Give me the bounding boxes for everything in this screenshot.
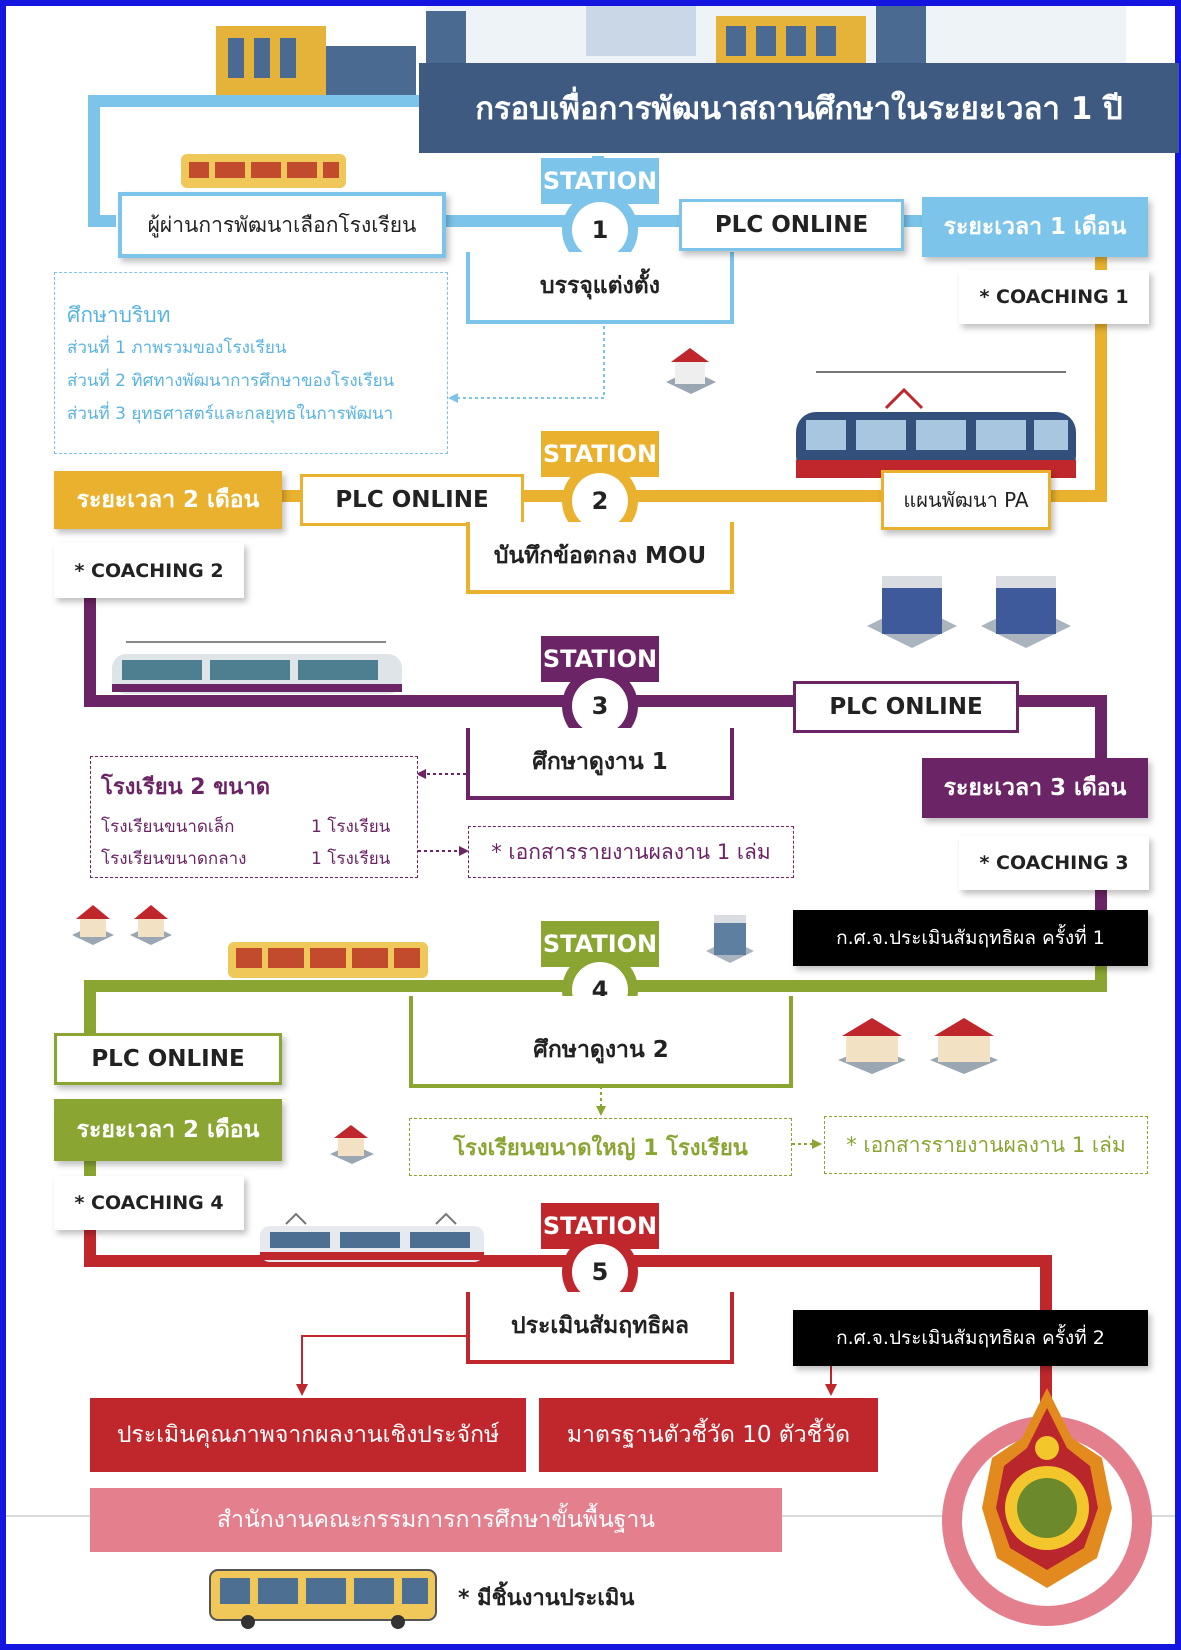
bus-icon [208, 1568, 438, 1630]
s1-context-item: ส่วนที่ 2 ทิศทางพัฒนาการศึกษาของโรงเรียน [67, 371, 395, 391]
s5-eval: ก.ศ.จ.ประเมินสัมฤทธิผล ครั้งที่ 2 [793, 1310, 1148, 1366]
s2-name: บันทึกข้อตกลง MOU [466, 522, 734, 594]
s3-coaching: * COACHING 3 [959, 836, 1149, 890]
train-icon [256, 1206, 488, 1266]
s3-name: ศึกษาดูงาน 1 [466, 728, 734, 800]
building-icon [216, 26, 416, 96]
s5-outcome-2: มาตรฐานตัวชี้วัด 10 ตัวชี้วัด [539, 1398, 878, 1472]
s1-coaching: * COACHING 1 [959, 270, 1149, 324]
s4-report: * เอกสารรายงานผลงาน 1 เล่ม [824, 1116, 1148, 1174]
s1-number: 1 [572, 202, 628, 258]
city-buildings-icon [236, 6, 1126, 66]
s1-context-box: ศึกษาบริบท ส่วนที่ 1 ภาพรวมของโรงเรียน ส… [54, 272, 448, 454]
house-icon [834, 1014, 1014, 1083]
s1-context-item: ส่วนที่ 1 ภาพรวมของโรงเรียน [67, 338, 287, 358]
s4-coaching: * COACHING 4 [54, 1176, 244, 1230]
s3-school-row: โรงเรียนขนาดกลาง 1 โรงเรียน [101, 842, 407, 874]
obec-seal-icon [972, 1388, 1122, 1602]
s1-context-item: ส่วนที่ 3 ยุทธศาสตร์และกลยุทธในการพัฒนา [67, 404, 394, 424]
s3-number: 3 [572, 678, 628, 734]
train-icon [106, 638, 406, 698]
tram-icon [786, 368, 1088, 496]
s3-schools-box: โรงเรียน 2 ขนาด โรงเรียนขนาดเล็ก 1 โรงเร… [90, 756, 418, 878]
s3-report: * เอกสารรายงานผลงาน 1 เล่ม [468, 826, 794, 878]
train-icon [181, 154, 346, 188]
house-icon [68, 901, 178, 955]
s3-period: ระยะเวลา 3 เดือน [922, 758, 1148, 818]
city-skyline [236, 6, 1126, 66]
s2-plan-pa: แผนพัฒนา PA [881, 470, 1051, 530]
s3-school-count: 1 โรงเรียน [311, 816, 391, 837]
s3-school-row: โรงเรียนขนาดเล็ก 1 โรงเรียน [101, 810, 407, 842]
s2-period: ระยะเวลา 2 เดือน [54, 471, 282, 529]
s5-outcome-1: ประเมินคุณภาพจากผลงานเชิงประจักษ์ [90, 1398, 526, 1472]
s1-period: ระยะเวลา 1 เดือน [922, 197, 1148, 257]
house-icon [326, 1122, 378, 1170]
footer-agency: สำนักงานคณะกรรมการการศึกษาขั้นพื้นฐาน [90, 1488, 782, 1552]
s5-number: 5 [572, 1244, 628, 1300]
s2-number: 2 [572, 473, 628, 529]
s2-plc-online: PLC ONLINE [300, 474, 524, 526]
s4-plc-online: PLC ONLINE [54, 1033, 282, 1085]
s1-left-box: ผู้ผ่านการพัฒนาเลือกโรงเรียน [118, 192, 446, 258]
s3-school-name: โรงเรียนขนาดกลาง [101, 848, 247, 869]
page-title: กรอบเพื่อการพัฒนาสถานศึกษาในระยะเวลา 1 ป… [419, 63, 1179, 153]
s2-coaching: * COACHING 2 [54, 543, 244, 598]
s3-school-name: โรงเรียนขนาดเล็ก [101, 816, 235, 837]
s1-station-label: STATION [541, 158, 659, 204]
s1-name: บรรจุแต่งตั้ง [466, 252, 734, 324]
city-left-buildings [206, 16, 426, 96]
s3-schools-title: โรงเรียน 2 ขนาด [101, 775, 270, 800]
s3-plc-online: PLC ONLINE [793, 681, 1019, 733]
s4-school: โรงเรียนขนาดใหญ่ 1 โรงเรียน [409, 1118, 792, 1176]
train-icon [228, 938, 428, 982]
s3-school-count: 1 โรงเรียน [311, 848, 391, 869]
s1-plc-online: PLC ONLINE [679, 199, 904, 251]
s1-context-title: ศึกษาบริบท [67, 303, 171, 327]
legend-text: * มีชิ้นงานประเมิน [458, 1586, 635, 1611]
s2-station-label: STATION [541, 431, 659, 477]
house-icon [661, 344, 721, 403]
s4-period: ระยะเวลา 2 เดือน [54, 1099, 282, 1161]
building-icon [862, 566, 962, 655]
building-icon [702, 911, 758, 971]
s4-name: ศึกษาดูงาน 2 [409, 996, 793, 1088]
s3-eval: ก.ศ.จ.ประเมินสัมฤทธิผล ครั้งที่ 1 [793, 910, 1148, 966]
building-icon [976, 566, 1076, 655]
s5-name: ประเมินสัมฤทธิผล [466, 1292, 734, 1364]
